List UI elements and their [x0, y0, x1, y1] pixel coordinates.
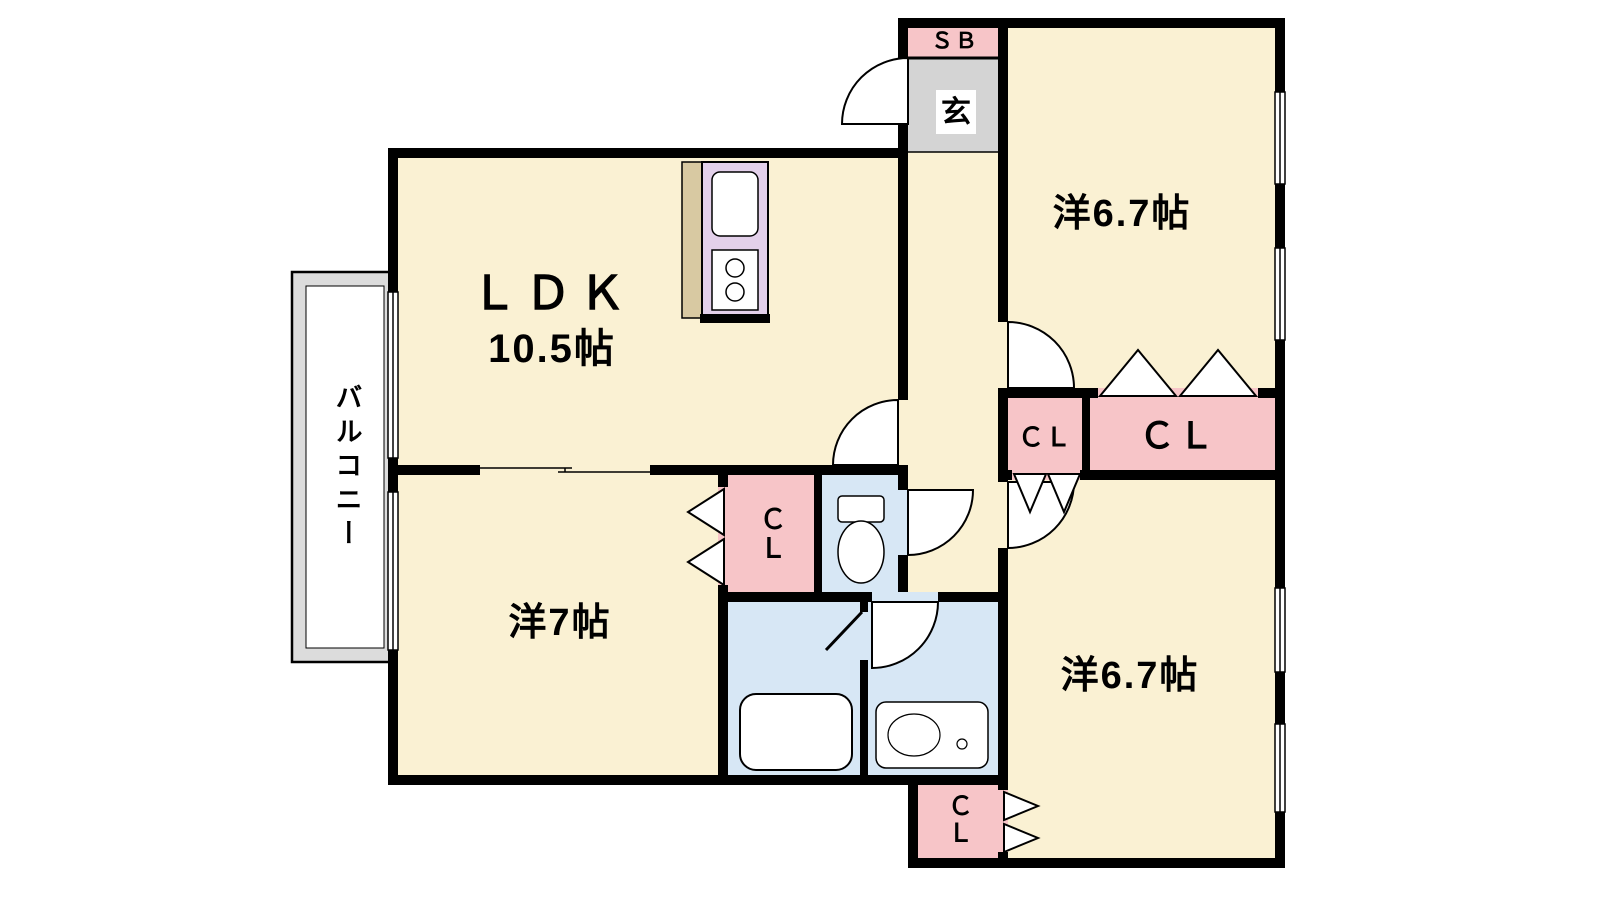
ldk-door-arc — [831, 398, 899, 466]
kitchen-sink — [711, 171, 759, 237]
ldk-size-label: 10.5帖 — [488, 327, 616, 371]
balcony-label: バルコニー — [331, 383, 362, 553]
washbasin-bowl — [887, 713, 941, 757]
windows — [387, 91, 1286, 813]
window-bedroom-tr-2 — [1274, 247, 1286, 341]
entrance-label: 玄 — [941, 96, 971, 129]
washbasin-fixture — [875, 701, 989, 769]
fold-door-cl-hall-1 — [1012, 473, 1048, 515]
bathtub — [739, 693, 853, 771]
closet-fold-doors — [686, 348, 1259, 854]
bathtub-fixture — [739, 693, 853, 771]
shoebox-label: ＳＢ — [930, 28, 980, 53]
window-bedroom-bl-balcony — [387, 491, 399, 651]
stove-burner-icon — [725, 282, 745, 302]
fold-door-cl-tr-2 — [1177, 348, 1259, 397]
kitchen-counter — [681, 161, 703, 319]
kitchen-unit — [681, 161, 770, 323]
kitchen-stove — [711, 249, 759, 311]
toilet-tank — [837, 495, 885, 523]
bedroom-bottom-left-label: 洋7帖 — [508, 602, 612, 644]
fold-door-cl-tr-1 — [1097, 348, 1179, 397]
ldk-label: ＬＤＫ — [471, 267, 633, 319]
bedroom-top-right-label: 洋6.7帖 — [1052, 193, 1192, 235]
balcony-inner — [305, 285, 385, 649]
bath-door-leaf — [824, 610, 864, 652]
window-ldk-balcony — [387, 291, 399, 459]
window-bedroom-br-2 — [1274, 723, 1286, 813]
sliding-door-ldk — [480, 467, 650, 473]
bedroom-bottom-right-label: 洋6.7帖 — [1060, 655, 1200, 697]
closet-bottom-right-label: ＣＬ — [944, 793, 973, 847]
closet-bottom-left-label: ＣＬ — [755, 505, 786, 563]
closet-top-right-label: ＣＬ — [1138, 415, 1218, 456]
washroom-door-arc — [871, 601, 940, 670]
stove-burner-icon — [725, 258, 745, 278]
walls — [388, 18, 1285, 868]
closet-top-right-floor — [1082, 388, 1285, 480]
fold-door-cl-br-2 — [1003, 822, 1041, 854]
closet-hall-floor — [998, 388, 1090, 480]
window-bedroom-tr-1 — [1274, 91, 1286, 185]
fold-door-cl-bl-2 — [686, 537, 725, 587]
closet-bottom-right-floor — [908, 775, 1008, 868]
window-bedroom-br-1 — [1274, 587, 1286, 673]
entrance-door-arc — [840, 56, 909, 125]
fold-door-cl-bl-1 — [686, 487, 725, 537]
entrance-label-patch — [936, 90, 976, 134]
bedroom-bottom-left-floor — [388, 465, 728, 785]
toilet-bowl — [837, 520, 885, 584]
toilet-door-arc — [907, 489, 975, 557]
bedroom-tr-door-arc — [1007, 320, 1076, 389]
closet-hall-label: ＣＬ — [1017, 422, 1073, 452]
kitchen-edge — [700, 314, 770, 323]
washbasin-drain-icon — [956, 738, 968, 750]
ldk-floor — [388, 148, 908, 475]
closet-bottom-left-floor — [718, 465, 822, 602]
fold-door-cl-hall-2 — [1046, 473, 1082, 515]
washbasin-counter — [875, 701, 989, 769]
fold-door-cl-br-1 — [1003, 790, 1041, 822]
toilet-fixture — [837, 495, 885, 584]
